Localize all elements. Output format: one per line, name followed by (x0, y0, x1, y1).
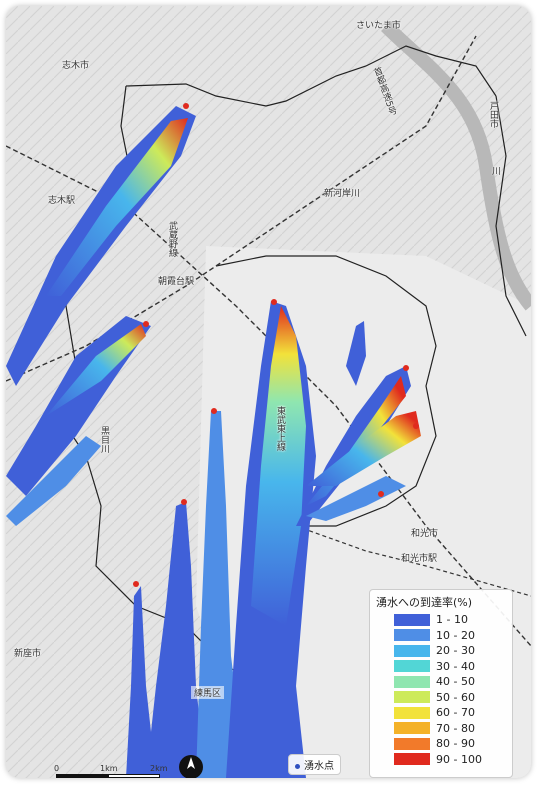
boundary-toda (495, 95, 527, 337)
legend-label: 1 - 10 (436, 613, 468, 627)
legend-swatch (394, 629, 430, 642)
label-kurome: 黒目川 (99, 426, 109, 453)
plume-west-1-inner (46, 324, 146, 416)
plume-east-2 (306, 411, 421, 486)
scale-one: 1km (100, 764, 118, 773)
legend-swatch (394, 737, 430, 750)
legend-swatch (394, 706, 430, 719)
label-asaka-station: 朝霞台駅 (158, 277, 195, 287)
plume-south-1 (146, 502, 206, 778)
scale-bar-black (56, 774, 108, 778)
legend-label: 10 - 20 (436, 628, 475, 642)
plume-main-inner (251, 306, 306, 626)
plume-nw-inner (46, 118, 188, 296)
scale-bar: 0 1km 2km (54, 764, 168, 778)
label-saitama: さいたま市 (356, 21, 401, 31)
legend-swatch (394, 675, 430, 688)
map-frame: さいたま市 志木市 戸田市 川 志木駅 新河岸川 武蔵野線 朝霞台駅 首都高速5… (6, 6, 531, 778)
legend-item: 10 - 20 (370, 628, 512, 644)
scale-two: 2km (150, 764, 168, 773)
legend-item: 70 - 80 (370, 721, 512, 737)
label-niiza: 新座市 (14, 649, 42, 659)
label-musashino-line: 武蔵野線 (167, 221, 177, 257)
spring-key: 湧水点 (288, 754, 341, 775)
scale-zero: 0 (54, 764, 60, 773)
spring-points (133, 103, 419, 587)
legend-label: 30 - 40 (436, 659, 475, 673)
legend-title: 湧水への到達率(%) (376, 596, 473, 609)
legend-label: 70 - 80 (436, 721, 475, 735)
legend-swatch (394, 660, 430, 673)
label-wako: 和光市 (411, 529, 439, 539)
label-shiki-station: 志木駅 (48, 196, 76, 206)
legend-label: 90 - 100 (436, 752, 482, 766)
label-nerima: 練馬区 (191, 686, 225, 699)
label-kawa: 川 (490, 166, 500, 175)
spring-dot-icon (295, 763, 300, 769)
legend-label: 60 - 70 (436, 706, 475, 720)
label-toda: 戸田市 (488, 101, 498, 128)
plume-west-2 (6, 436, 101, 526)
legend-label: 20 - 30 (436, 644, 475, 658)
north-arrow-icon (179, 755, 203, 778)
label-shiki: 志木市 (62, 61, 90, 71)
legend-item: 20 - 30 (370, 643, 512, 659)
legend-label: 40 - 50 (436, 675, 475, 689)
railway-musashino (6, 35, 477, 382)
railway-south (295, 525, 531, 597)
plume-group (6, 106, 421, 778)
legend-item: 1 - 10 (370, 612, 512, 628)
plume-south-3 (126, 586, 156, 778)
legend-item: 90 - 100 (370, 752, 512, 768)
legend-item: 40 - 50 (370, 674, 512, 690)
legend-item: 30 - 40 (370, 659, 512, 675)
label-wako-station: 和光市駅 (401, 554, 438, 564)
label-shinkashigashi: 新河岸川 (324, 189, 361, 199)
legend-swatch (394, 753, 430, 766)
legend-label: 80 - 90 (436, 737, 475, 751)
spring-key-label: 湧水点 (304, 761, 334, 772)
legend-label: 50 - 60 (436, 690, 475, 704)
plume-east-small (346, 321, 366, 386)
legend-swatch (394, 722, 430, 735)
legend-item: 50 - 60 (370, 690, 512, 706)
label-tobu-tojo: 東武東上線 (275, 406, 285, 451)
legend-swatch (394, 691, 430, 704)
legend-swatch (394, 613, 430, 626)
legend-item: 60 - 70 (370, 705, 512, 721)
river-arakawa (381, 21, 531, 311)
legend-item: 80 - 90 (370, 736, 512, 752)
scale-bar-white (108, 774, 160, 778)
boundary-east (215, 255, 437, 527)
boundary-north (125, 45, 497, 107)
plume-east-1-inner (306, 376, 406, 506)
plume-east-3 (306, 476, 406, 521)
legend-swatch (394, 644, 430, 657)
